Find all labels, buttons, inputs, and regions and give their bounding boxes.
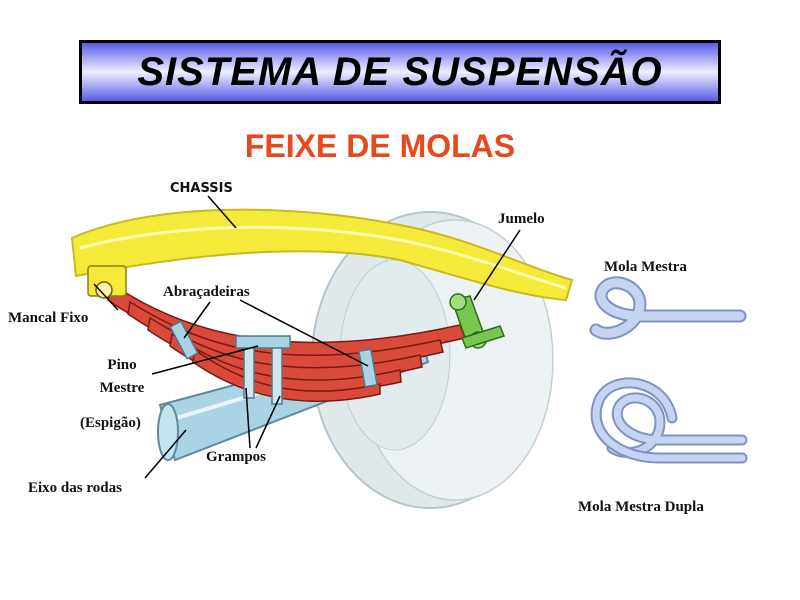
label-eixo-das-rodas: Eixo das rodas [28,480,122,496]
label-mola-mestra: Mola Mestra [604,259,687,275]
spring-eye-double [590,377,748,464]
page-title: SISTEMA DE SUSPENSÃO [137,49,663,94]
label-espigao: (Espigão) [80,415,141,431]
shackle-jumelo [449,293,505,349]
fixed-bearing [87,265,127,299]
leader-lines [93,195,521,479]
label-pino: Pino [107,357,137,373]
label-mancal-fixo: Mancal Fixo [8,310,89,326]
title-banner: SISTEMA DE SUSPENSÃO [79,40,721,104]
spring-eye-single [589,276,747,340]
diagram-subtitle: FEIXE DE MOLAS [244,128,516,164]
label-mestre: Mestre [99,380,145,396]
label-jumelo: Jumelo [498,211,545,227]
label-chassis: CHASSIS [170,181,233,196]
label-mola-mestra-dupla: Mola Mestra Dupla [578,499,704,515]
chassis-rail [70,208,574,302]
label-abracadeiras: Abraçadeiras [163,284,250,300]
label-grampos: Grampos [206,449,266,465]
leaf-spring [107,282,467,403]
spring-clamps [169,320,378,405]
